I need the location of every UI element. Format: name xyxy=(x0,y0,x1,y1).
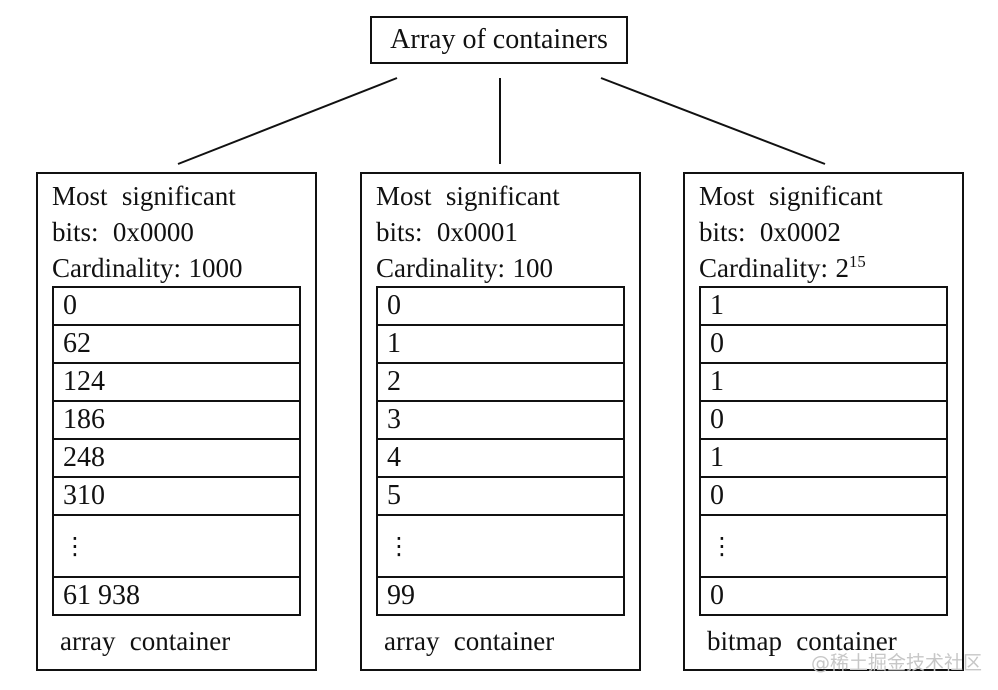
value-list: 1 0 1 0 1 0 ⋮ 0 xyxy=(699,286,948,616)
value-cell: 310 xyxy=(52,476,301,516)
value-cell: 0 xyxy=(699,476,948,516)
cardinality-line: Cardinality:100 xyxy=(376,250,629,286)
container-type-label: array container xyxy=(384,626,555,656)
value-cell: 0 xyxy=(52,286,301,326)
value-cell: 1 xyxy=(699,362,948,402)
value-cell: 0 xyxy=(699,576,948,616)
cardinality-exponent: 15 xyxy=(849,252,866,271)
value-cell: 1 xyxy=(376,324,625,364)
container-header: Most significant bits: 0x0002 Cardinalit… xyxy=(699,178,952,286)
cardinality-value: 2 xyxy=(835,253,850,283)
cardinality-line: Cardinality:215 xyxy=(699,250,952,286)
msb-line-1: Most significant xyxy=(52,181,236,211)
container-type-label: array container xyxy=(60,626,231,656)
value-list: 0 62 124 186 248 310 ⋮ 61 938 xyxy=(52,286,301,616)
cardinality-label: Cardinality: xyxy=(52,253,181,283)
container-card-msb-0x0002: Most significant bits: 0x0002 Cardinalit… xyxy=(683,172,964,671)
cardinality-line: Cardinality:1000 xyxy=(52,250,305,286)
cardinality-value: 1000 xyxy=(188,253,243,283)
value-cell: 1 xyxy=(699,286,948,326)
value-cell: 1 xyxy=(699,438,948,478)
value-cell: 186 xyxy=(52,400,301,440)
value-cell: 3 xyxy=(376,400,625,440)
watermark: @稀土掘金技术社区 xyxy=(810,652,982,674)
connector-line-right xyxy=(600,77,826,165)
container-header: Most significant bits: 0x0000 Cardinalit… xyxy=(52,178,305,286)
connector-line-left xyxy=(177,77,398,165)
value-cell: 124 xyxy=(52,362,301,402)
cardinality-label: Cardinality: xyxy=(699,253,828,283)
msb-line-1: Most significant xyxy=(699,181,883,211)
msb-line-2: bits: 0x0001 xyxy=(376,217,518,247)
value-cell: 0 xyxy=(699,324,948,364)
value-cell: 0 xyxy=(699,400,948,440)
value-cell: 0 xyxy=(376,286,625,326)
ellipsis-cell: ⋮ xyxy=(699,514,948,578)
msb-line-2: bits: 0x0002 xyxy=(699,217,841,247)
cardinality-label: Cardinality: xyxy=(376,253,505,283)
container-card-msb-0x0000: Most significant bits: 0x0000 Cardinalit… xyxy=(36,172,317,671)
ellipsis-cell: ⋮ xyxy=(376,514,625,578)
msb-line-1: Most significant xyxy=(376,181,560,211)
title-box: Array of containers xyxy=(370,16,628,64)
msb-line-2: bits: 0x0000 xyxy=(52,217,194,247)
value-cell: 99 xyxy=(376,576,625,616)
value-cell: 4 xyxy=(376,438,625,478)
value-cell: 5 xyxy=(376,476,625,516)
value-cell: 61 938 xyxy=(52,576,301,616)
value-list: 0 1 2 3 4 5 ⋮ 99 xyxy=(376,286,625,616)
value-cell: 62 xyxy=(52,324,301,364)
ellipsis-cell: ⋮ xyxy=(52,514,301,578)
container-type-label: bitmap container xyxy=(707,626,897,656)
diagram-title: Array of containers xyxy=(390,24,608,55)
value-cell: 2 xyxy=(376,362,625,402)
value-cell: 248 xyxy=(52,438,301,478)
cardinality-value: 100 xyxy=(512,253,554,283)
container-header: Most significant bits: 0x0001 Cardinalit… xyxy=(376,178,629,286)
container-card-msb-0x0001: Most significant bits: 0x0001 Cardinalit… xyxy=(360,172,641,671)
